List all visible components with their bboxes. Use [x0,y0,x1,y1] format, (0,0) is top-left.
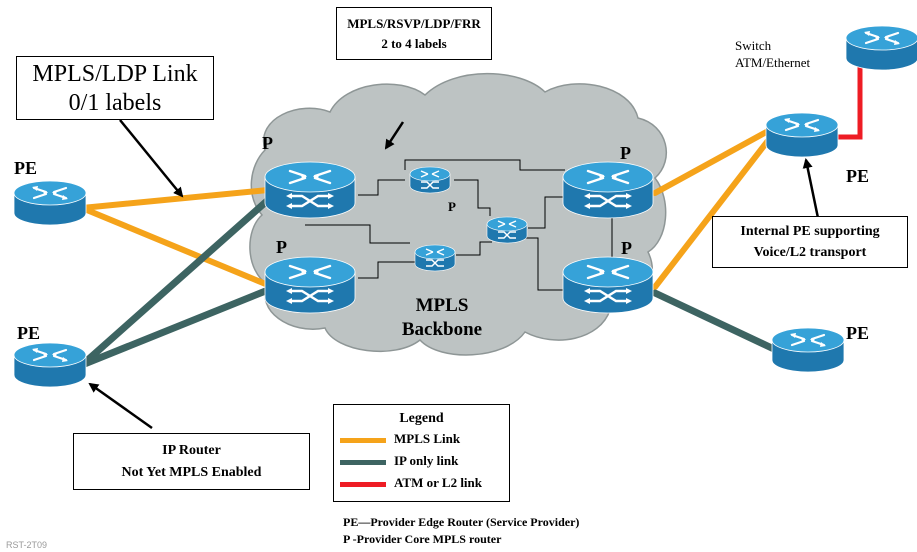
callout-rsvp: MPLS/RSVP/LDP/FRR 2 to 4 labels [336,7,492,60]
legend-label-atm-l2-link: ATM or L2 link [394,475,483,490]
pe-router-right-upper [764,111,840,159]
legend-label-mpls-link: MPLS Link [394,431,461,446]
atm-switch-icon [844,24,917,72]
legend-title: Legend [399,411,444,426]
definitions: PE—Provider Edge Router (Service Provide… [343,514,579,548]
pe-router-right-lower [770,326,846,374]
label-p-bottom-left: P [276,237,287,257]
label-mpls-backbone: MPLS Backbone [392,294,492,342]
label-switch-line2: ATM/Ethernet [735,55,811,70]
definition-p: P -Provider Core MPLS router [343,532,502,546]
backbone-links [305,159,613,291]
label-pe-right-upper: PE [846,166,870,186]
callout-rsvp-line1: MPLS/RSVP/LDP/FRR [347,16,481,31]
p-router-bottom-right [561,255,655,315]
legend-swatch-ip-only-link [340,460,386,465]
callout-internal-pe-line1: Internal PE supporting [740,224,880,239]
definition-pe: PE—Provider Edge Router (Service Provide… [343,515,580,529]
legend: Legend MPLS Link IP only link ATM or L2 … [333,404,510,502]
callout-ip-router: IP Router Not Yet MPLS Enabled [73,433,310,490]
p-router-top-left [263,160,357,220]
callout-internal-pe-line2: Voice/L2 transport [753,245,867,260]
callout-mpls-ldp-link-line1: MPLS/LDP Link [32,61,198,87]
label-pe-right-lower: PE [846,323,870,343]
legend-swatch-mpls-link [340,438,386,443]
legend-label-ip-only-link: IP only link [394,453,459,468]
p-router-small-top [409,166,451,194]
label-mpls-backbone-line2: Backbone [401,319,483,340]
callout-mpls-ldp-link-line2: 0/1 labels [68,90,162,116]
label-mpls-backbone-line1: MPLS [415,295,469,316]
ip-only-links [78,196,780,369]
atm-l2-link [835,65,863,140]
label-switch: Switch ATM/Ethernet [735,37,810,71]
mpls-links [79,127,773,290]
callout-mpls-ldp-link: MPLS/LDP Link 0/1 labels [16,56,214,120]
pe-router-top-left [12,179,88,227]
label-p-top-right: P [620,143,631,163]
legend-swatch-atm-l2-link [340,482,386,487]
callout-arrows [88,119,820,430]
label-p-small: P [448,199,456,214]
callout-ip-router-line2: Not Yet MPLS Enabled [121,465,262,480]
p-router-bottom-left [263,255,357,315]
label-switch-line1: Switch [735,38,772,53]
callout-internal-pe: Internal PE supporting Voice/L2 transpor… [712,216,908,268]
p-router-top-right [561,160,655,220]
p-router-small-middle [486,216,528,244]
pe-router-bottom-left [12,341,88,389]
label-p-top-left: P [262,133,273,153]
p-router-small-bottom [414,244,456,272]
label-p-bottom-right: P [621,238,632,258]
callout-rsvp-line2: 2 to 4 labels [381,36,447,51]
footer-code: RST-2T09 [6,540,48,550]
callout-ip-router-line1: IP Router [162,443,221,458]
label-pe-bottom-left: PE [17,323,41,343]
label-pe-top-left: PE [14,158,38,178]
